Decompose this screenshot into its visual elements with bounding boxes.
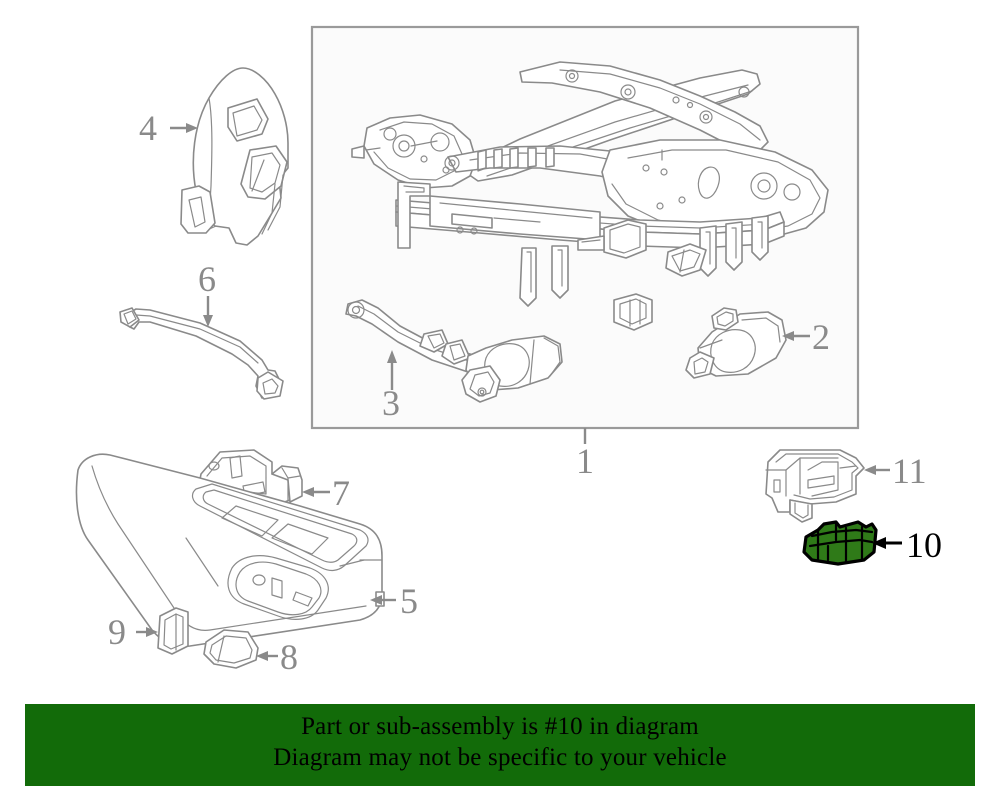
seat-track-frame-artwork	[345, 61, 829, 403]
callout-1: 1	[576, 428, 594, 481]
callout-2: 2	[782, 317, 830, 357]
callout-8: 8	[256, 637, 298, 677]
callout-8-label: 8	[280, 637, 298, 677]
callout-10-label: 10	[906, 525, 942, 565]
banner-line-2: Diagram may not be specific to your vehi…	[273, 744, 727, 771]
callout-5-label: 5	[400, 581, 418, 621]
part-seat-control-module	[802, 520, 878, 566]
callout-10: 10	[872, 525, 942, 565]
callout-2-label: 2	[812, 317, 830, 357]
part-seat-side-trim-panel-upper	[180, 67, 289, 246]
callout-7: 7	[302, 473, 350, 513]
callout-11-label: 11	[892, 451, 927, 491]
callout-6: 6	[198, 259, 216, 327]
info-banner: Part or sub-assembly is #10 in diagram D…	[25, 704, 975, 786]
callout-9: 9	[108, 612, 158, 652]
callout-5: 5	[370, 581, 418, 621]
callout-6-label: 6	[198, 259, 216, 299]
part-wiring-harness	[119, 307, 284, 400]
callout-3: 3	[382, 350, 400, 423]
callout-9-label: 9	[108, 612, 126, 652]
callout-4: 4	[139, 108, 198, 148]
part-switch-knob	[203, 629, 259, 669]
part-seat-side-trim-panel	[75, 453, 385, 648]
part-module-bracket	[765, 449, 865, 523]
callout-7-label: 7	[332, 473, 350, 513]
callout-1-label: 1	[576, 441, 594, 481]
part-switch-knob-small	[157, 607, 189, 655]
callout-11: 11	[864, 451, 927, 491]
callout-3-label: 3	[382, 383, 400, 423]
banner-line-1: Part or sub-assembly is #10 in diagram	[301, 713, 699, 740]
callout-4-label: 4	[139, 108, 157, 148]
